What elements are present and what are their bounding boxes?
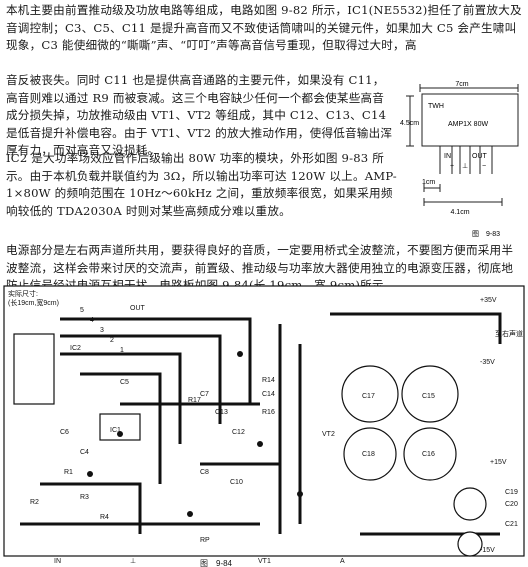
fig84-label-r4: R4	[100, 514, 109, 521]
fig83-dim-pin: 1cm	[422, 179, 435, 186]
fig83-dim-top: 7cm	[455, 81, 468, 88]
fig84-label-r14: R14	[262, 377, 275, 384]
paragraph-1-continued: 音反被丧失。同时 C11 也是提供高音通路的主要元件，如果没有 C11，高音则难…	[6, 73, 393, 158]
fig84-size-note-2: (长19cm,宽9cm)	[8, 298, 59, 307]
fig84-label-pin-1: 1	[120, 347, 124, 354]
fig84-label-c13: C13	[215, 409, 228, 416]
fig84-label-c18: C18	[362, 451, 375, 458]
fig84-label-r2: R2	[30, 499, 39, 506]
fig84-label-gnd: ⊥	[130, 558, 136, 565]
fig84-label-c12: C12	[232, 429, 245, 436]
fig83-pin-out: OUT	[472, 153, 488, 160]
fig84-label-c17: C17	[362, 393, 375, 400]
fig83-dim-bottom: 4.1cm	[450, 209, 469, 216]
fig83-caption: 图 9-83	[472, 230, 500, 238]
fig83-pin-minus: −	[482, 163, 486, 170]
fig84-label-plus-35v: +35V	[480, 297, 497, 304]
fig84-label-out: OUT	[130, 305, 146, 312]
fig84-label-rp: RP	[200, 537, 210, 544]
fig84-label-r17: R17	[188, 397, 201, 404]
fig83-pin-plus: +	[450, 163, 454, 170]
fig84-label-c21: C21	[505, 521, 518, 528]
fig83-pin-gnd: ⊥	[462, 163, 468, 170]
fig84-label-c8: C8	[200, 469, 209, 476]
fig83-model: AMP1X 80W	[448, 121, 488, 128]
fig84-label-pin-3: 3	[100, 327, 104, 334]
fig84-label-vt2: VT2	[322, 431, 335, 438]
fig84-label-ic2: IC2	[70, 345, 81, 352]
fig84-label-r3: R3	[80, 494, 89, 501]
fig84-label-c19: C19	[505, 489, 518, 496]
fig84-label-right-channel: 至右声道	[495, 329, 523, 338]
fig84-label-c6: C6	[60, 429, 69, 436]
fig84-label-vt1: VT1	[258, 558, 271, 565]
fig84-label-in: IN	[54, 558, 61, 565]
fig84-label-pin-5: 5	[80, 307, 84, 314]
fig84-label-r1: R1	[64, 469, 73, 476]
fig84-label-pin-4: 4	[90, 317, 94, 324]
fig84-label-c15: C15	[422, 393, 435, 400]
fig83-pin-in: IN	[444, 153, 451, 160]
fig84-label-c10: C10	[230, 479, 243, 486]
paragraph-2: IC2 是大功率场效应管作后级输出 80W 功率的模块，外形如图 9-83 所示…	[6, 151, 397, 218]
fig84-size-note-1: 实际尺寸:	[8, 289, 38, 298]
fig83-dim-left: 4.5cm	[400, 120, 419, 127]
fig84-label-r16: R16	[262, 409, 275, 416]
fig84-label-ic1: IC1	[110, 427, 121, 434]
fig84-label-plus-15v: +15V	[490, 459, 507, 466]
figure-9-84: 实际尺寸: (长19cm,宽9cm) OUT IC2 IC1 VT2 VT1 I…	[3, 285, 525, 567]
fig84-label-c5: C5	[120, 379, 129, 386]
fig84-caption: 图 9-84	[200, 559, 233, 567]
fig84-label-minus-15v: -15V	[480, 547, 495, 554]
fig84-label-minus-35v: -35V	[480, 359, 495, 366]
fig84-label-c16: C16	[422, 451, 435, 458]
fig84-label-c20: C20	[505, 501, 518, 508]
fig84-label-c14: C14	[262, 391, 275, 398]
fig84-label-pin-2: 2	[110, 337, 114, 344]
fig84-label-a: A	[340, 558, 345, 565]
fig84-label-c4: C4	[80, 449, 89, 456]
fig83-brand: TWH	[428, 103, 444, 110]
figure-9-83: 7cm 4.5cm TWH AMP1X 80W IN OUT + ⊥ − 1cm…	[400, 81, 519, 238]
fig84-label-c7: C7	[200, 391, 209, 398]
paragraph-1: 本机主要由前置推动级及功放电路等组成，电路如图 9-82 所示，IC1(NE55…	[6, 3, 522, 53]
